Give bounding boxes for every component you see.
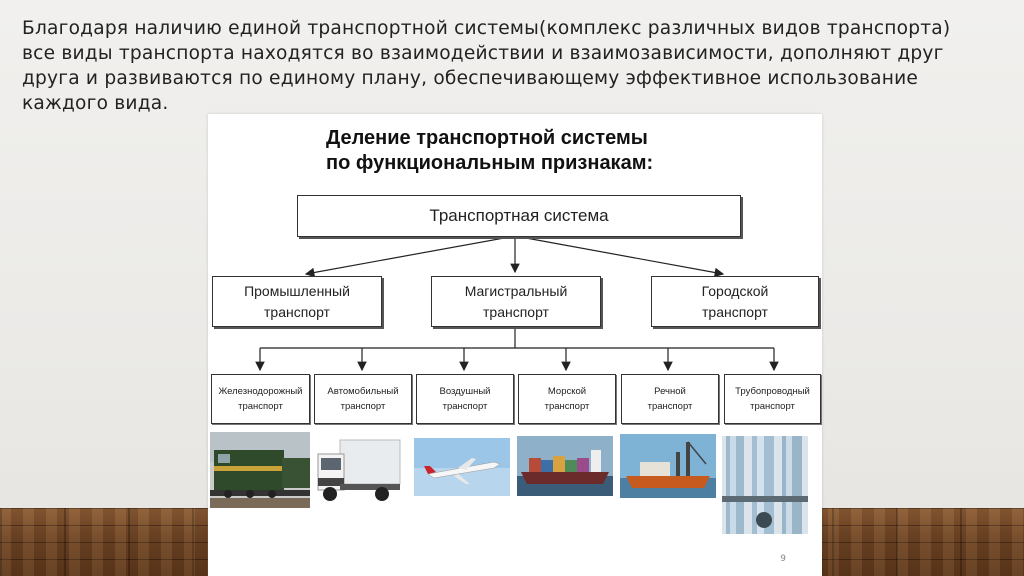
airplane-photo bbox=[414, 438, 510, 496]
locomotive-photo bbox=[210, 432, 310, 508]
pipeline-line2: транспорт bbox=[750, 401, 795, 412]
urban-line2: транспорт bbox=[702, 303, 768, 320]
mainline-transport-box: Магистральный транспорт bbox=[431, 276, 601, 327]
diagram-slide: Деление транспортной системы по функцион… bbox=[208, 114, 822, 576]
intro-paragraph: Благодаря наличию единой транспортной си… bbox=[22, 18, 951, 114]
diagram-connectors bbox=[255, 235, 779, 372]
air-transport-box: Воздушный транспорт bbox=[416, 374, 514, 424]
rail-transport-box: Железнодорожный транспорт bbox=[211, 374, 310, 424]
root-label: Транспортная система bbox=[429, 206, 609, 225]
river-line2: транспорт bbox=[647, 401, 693, 412]
urban-line1: Городской bbox=[701, 282, 769, 299]
page-number: 9 bbox=[780, 554, 786, 564]
road-line2: транспорт bbox=[340, 401, 386, 412]
sea-transport-box: Морской транспорт bbox=[518, 374, 616, 424]
industrial-line2: транспорт bbox=[264, 303, 330, 320]
root-box: Транспортная система bbox=[297, 195, 741, 237]
industrial-transport-box: Промышленный транспорт bbox=[212, 276, 382, 327]
industrial-line1: Промышленный bbox=[244, 282, 350, 299]
pipeline-transport-box: Трубопроводный транспорт bbox=[724, 374, 821, 424]
urban-transport-box: Городской транспорт bbox=[651, 276, 819, 327]
sea-line1: Морской bbox=[547, 386, 587, 397]
river-line1: Речной bbox=[654, 386, 686, 397]
road-transport-box: Автомобильный транспорт bbox=[314, 374, 412, 424]
container-ship-photo bbox=[517, 436, 613, 496]
arrow-root-to-industrial bbox=[304, 235, 516, 278]
mainline-line2: транспорт bbox=[483, 303, 549, 320]
arrow-root-to-urban bbox=[514, 235, 725, 278]
mainline-line1: Магистральный bbox=[464, 282, 568, 299]
river-vessel-photo bbox=[620, 434, 716, 498]
rail-line2: транспорт bbox=[238, 401, 283, 412]
air-line2: транспорт bbox=[442, 401, 488, 412]
diagram-title: Деление транспортной системы по функцион… bbox=[326, 126, 806, 176]
rail-line1: Железнодорожный bbox=[218, 386, 303, 397]
pipeline-photo bbox=[722, 436, 808, 534]
diagram-title-line1: Деление транспортной системы bbox=[326, 127, 648, 149]
air-line1: Воздушный bbox=[439, 386, 491, 397]
sea-line2: транспорт bbox=[544, 401, 590, 412]
road-line1: Автомобильный bbox=[327, 386, 399, 397]
truck-photo bbox=[312, 434, 404, 508]
diagram-title-line2: по функциональным признакам: bbox=[326, 152, 654, 174]
pipeline-line1: Трубопроводный bbox=[735, 386, 810, 397]
river-transport-box: Речной транспорт bbox=[621, 374, 719, 424]
